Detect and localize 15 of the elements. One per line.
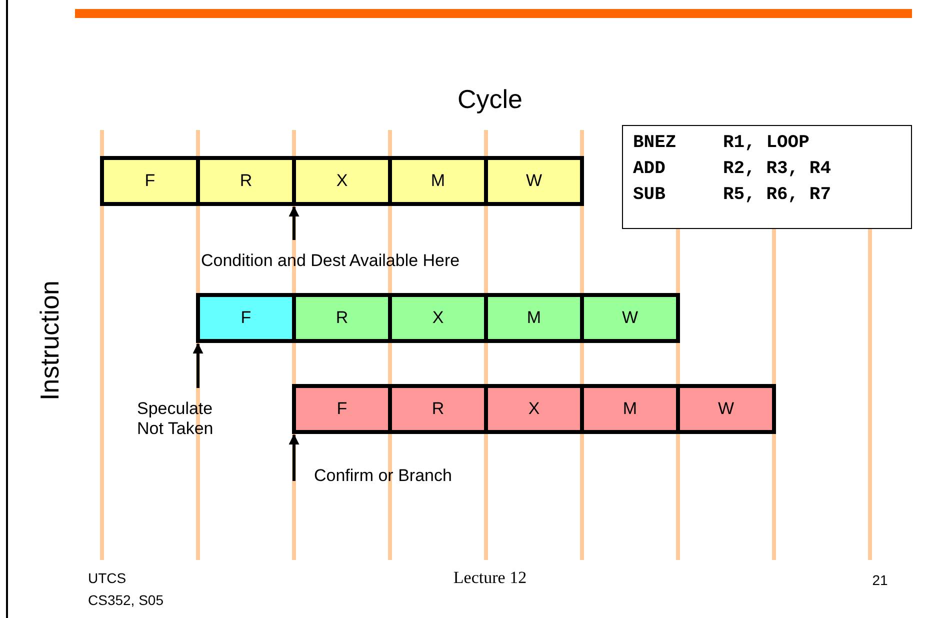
leader-arrow — [288, 206, 300, 240]
axis-title: Instruction — [34, 280, 66, 402]
code-line: BNEZ R1, LOOP — [633, 132, 810, 155]
annotation-text: Speculate Not Taken — [137, 399, 232, 439]
leader-arrow — [192, 342, 204, 388]
page-number: 21 — [871, 572, 889, 588]
code-panel — [622, 125, 912, 229]
leader-arrow — [288, 434, 300, 481]
annotation-text: Confirm or Branch — [314, 466, 514, 486]
code-line: SUB R5, R6, R7 — [633, 184, 832, 207]
code-line: ADD R2, R3, R4 — [633, 158, 832, 181]
annotation-text: Condition and Dest Available Here — [201, 251, 531, 271]
footer-text: Lecture 12 — [452, 568, 528, 588]
footer-text: UTCS CS352, S05 — [88, 569, 164, 610]
axis-title: Cycle — [456, 84, 524, 115]
